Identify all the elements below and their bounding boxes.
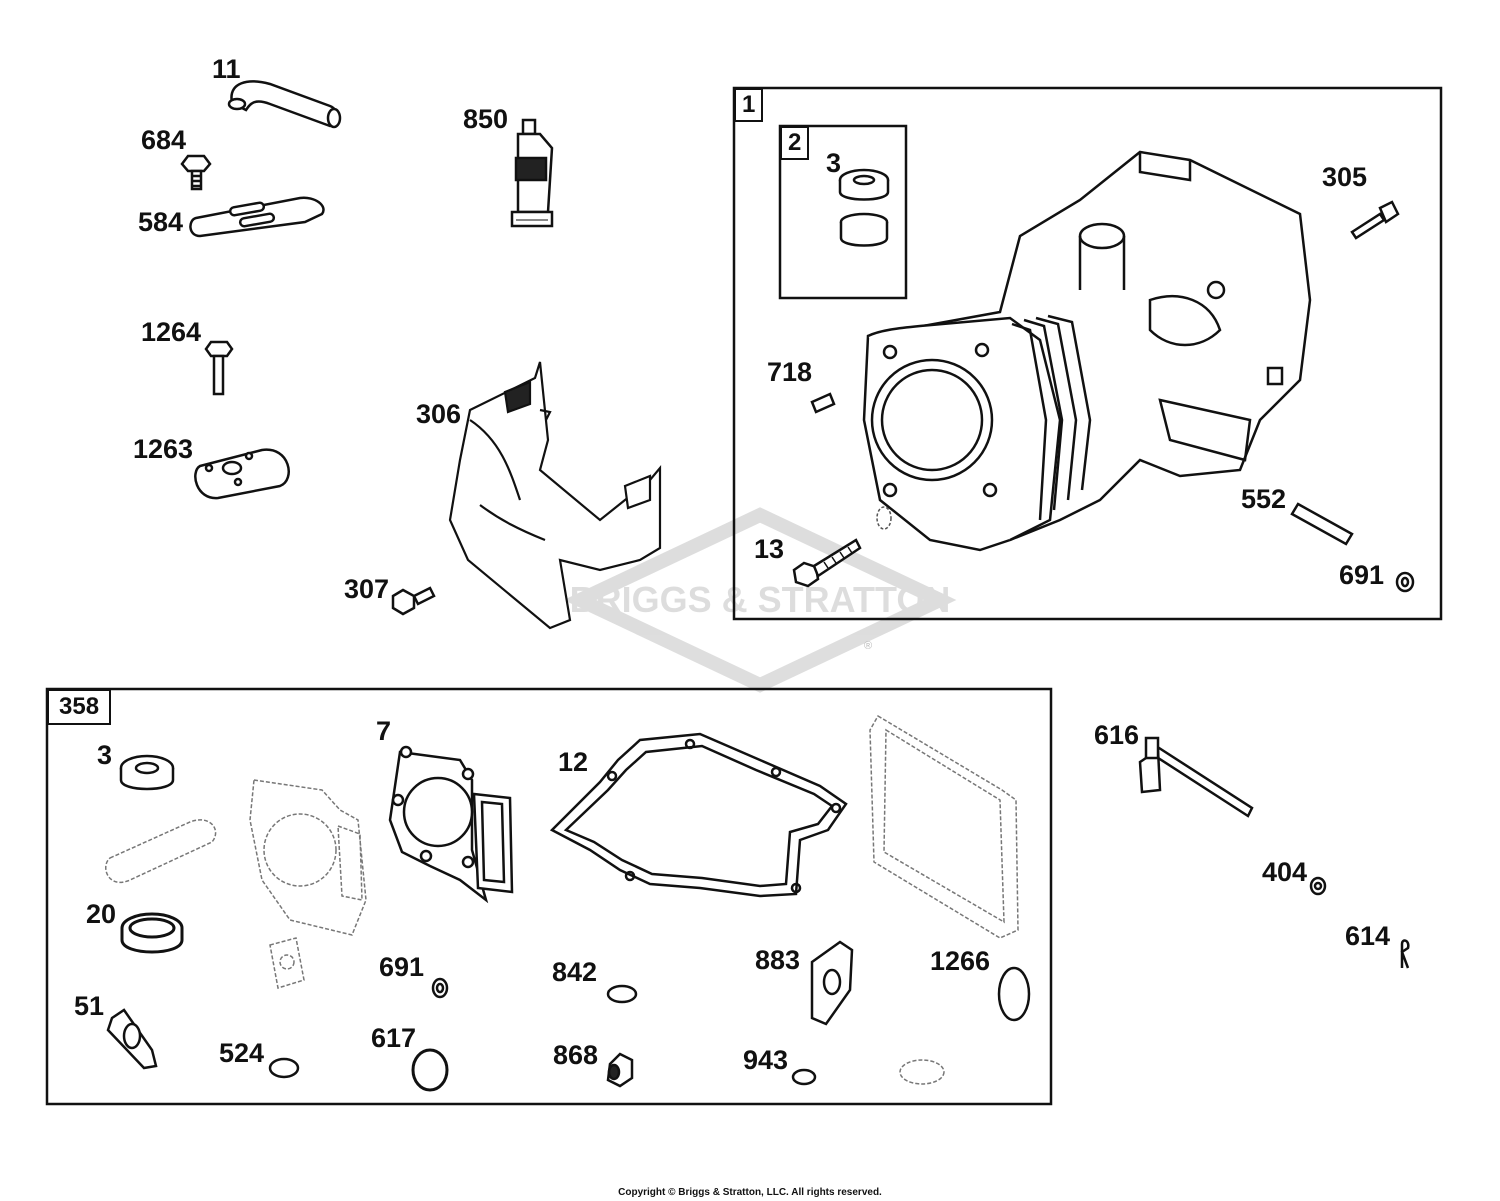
- seal-691-set-part: [431, 977, 449, 999]
- copyright-notice: Copyright © Briggs & Stratton, LLC. All …: [618, 1187, 882, 1198]
- dashed-head-gasket: [249, 779, 367, 936]
- callout-868: 868: [553, 1040, 599, 1070]
- head-gasket-7-part: [388, 745, 514, 904]
- watermark-logo: BRIGGS & STRATTON: [563, 507, 957, 693]
- gasket-883-part: [810, 940, 854, 1026]
- screw-684-part: [180, 154, 212, 191]
- callout-305: 305: [1322, 162, 1368, 192]
- callout-584: 584: [138, 207, 184, 237]
- callout-684: 684: [141, 125, 187, 155]
- screw-305-part: [1350, 200, 1400, 240]
- callout-307: 307: [344, 574, 390, 604]
- washer-404-part: [1309, 876, 1327, 896]
- callout-13: 13: [754, 534, 785, 564]
- screw-13-part: [792, 538, 862, 588]
- cylinder-assembly-frame: [732, 86, 1443, 621]
- callout-850: 850: [463, 104, 509, 134]
- sump-gasket-12-part: [549, 732, 848, 898]
- dashed-gasket-left: [105, 819, 217, 884]
- cylinder-assembly-box-label: 1: [734, 88, 764, 122]
- gasket-set-frame: [45, 687, 1053, 1106]
- callout-552: 552: [1241, 484, 1287, 514]
- callout-614: 614: [1345, 921, 1391, 951]
- callout-943: 943: [743, 1045, 789, 1075]
- seal-868-part: [606, 1052, 634, 1088]
- bushing-kit-frame: [778, 124, 908, 300]
- screw-307-part: [391, 586, 436, 616]
- callout-842: 842: [552, 957, 598, 987]
- callout-306: 306: [416, 399, 462, 429]
- callout-617: 617: [371, 1023, 417, 1053]
- dashed-oring-bottom: [899, 1059, 945, 1085]
- governor-shaft-616-part: [1138, 736, 1254, 818]
- pin-718-part: [810, 392, 836, 414]
- oring-943-part: [791, 1068, 817, 1086]
- callout-691-top: 691: [1339, 560, 1385, 590]
- oring-524-part: [268, 1057, 300, 1079]
- callout-404: 404: [1262, 857, 1308, 887]
- callout-1264: 1264: [141, 317, 202, 347]
- gasket-51-part: [106, 1008, 158, 1070]
- callout-1266: 1266: [930, 946, 991, 976]
- callout-20: 20: [86, 899, 117, 929]
- dashed-small-gasket: [269, 937, 305, 989]
- seal-3-set-part: [119, 754, 175, 791]
- air-guide-part: [448, 361, 662, 630]
- callout-718: 718: [767, 357, 813, 387]
- sealant-tube-part: [510, 118, 554, 228]
- callout-691-set: 691: [379, 952, 425, 982]
- bushing-kit-box-label: 2: [780, 126, 810, 160]
- watermark-registered-mark: ®: [864, 640, 873, 652]
- callout-3-top: 3: [826, 148, 842, 178]
- callout-7: 7: [376, 716, 392, 746]
- callout-12: 12: [558, 747, 589, 777]
- bushing-kit-parts: [838, 168, 890, 247]
- breather-tube-part: [227, 80, 342, 129]
- callout-3-set: 3: [97, 740, 113, 770]
- callout-51: 51: [74, 991, 105, 1021]
- callout-616: 616: [1094, 720, 1140, 750]
- seal-691-top-part: [1395, 571, 1415, 593]
- plate-1263-part: [194, 448, 290, 500]
- gasket-set-box-label: 358: [47, 689, 112, 725]
- cylinder-block-part: [862, 150, 1312, 552]
- clip-614-part: [1400, 939, 1410, 969]
- breather-cover-part: [189, 196, 325, 238]
- tube-552-part: [1290, 502, 1354, 546]
- dashed-valve-cover-gasket: [869, 714, 1019, 939]
- screw-1264-part: [204, 340, 234, 396]
- callout-1263: 1263: [133, 434, 194, 464]
- watermark-text: BRIGGS & STRATTON: [570, 579, 951, 620]
- oring-1266-part: [997, 966, 1031, 1022]
- oring-617-part: [411, 1048, 449, 1092]
- callout-524: 524: [219, 1038, 265, 1068]
- callout-883: 883: [755, 945, 801, 975]
- dowel-ring: [876, 506, 892, 530]
- oring-842-part: [606, 984, 638, 1004]
- seal-20-part: [120, 912, 184, 954]
- callout-11: 11: [212, 54, 241, 84]
